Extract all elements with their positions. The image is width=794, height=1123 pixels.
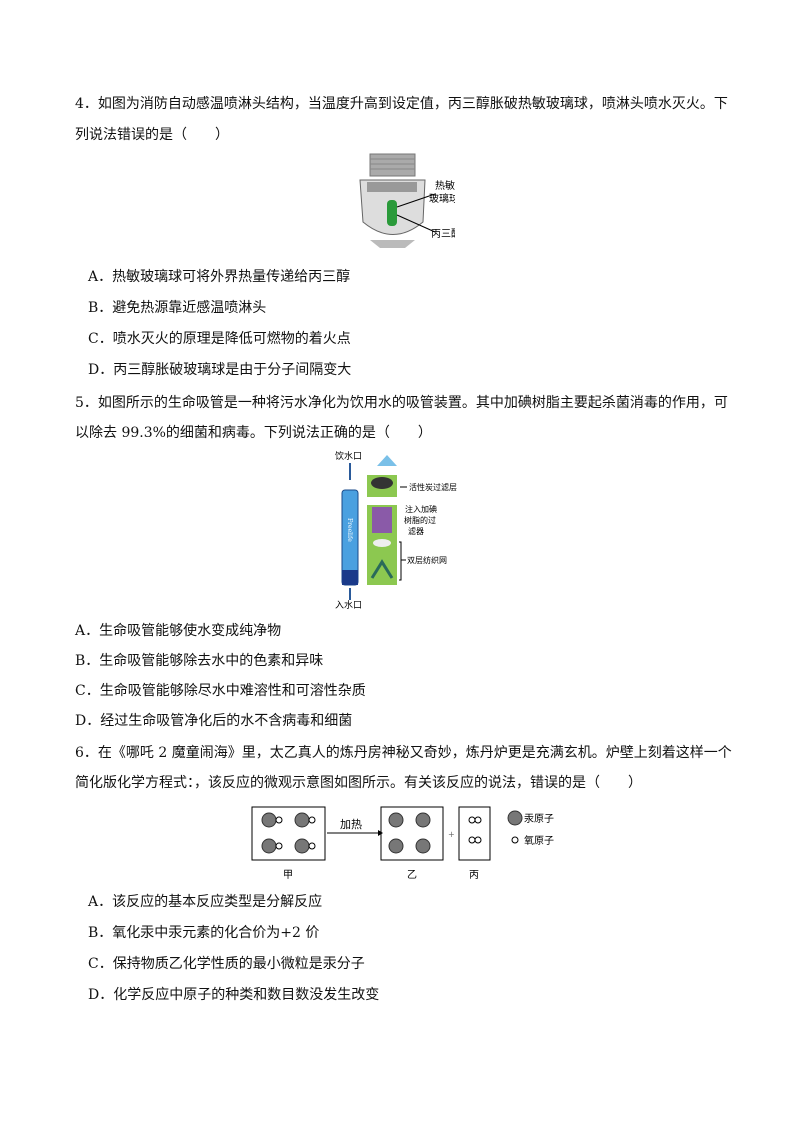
label-ball-2: 玻璃球 (429, 192, 455, 205)
oxygen-atom-icon (511, 836, 519, 844)
q6-stem-line1: 6．在《哪吒 2 魔童闹海》里，太乙真人的炼丹房神秘又奇妙，炼丹炉更是充满玄机。… (75, 745, 732, 761)
label-glycerol: 丙三醇 (431, 227, 455, 240)
legend-mercury: 汞原子 (524, 813, 554, 825)
label-bing: 丙 (469, 870, 479, 881)
q4-option-c: C．喷水灭火的原理是降低可燃物的着火点 (88, 331, 351, 347)
mercury-atom-icon (507, 810, 523, 826)
label-jia: 甲 (283, 870, 293, 881)
lifestraw-figure: 饮水口 Freelife 入水口 活性炭过滤层 注入加碘 树脂的过 滤器 双层纺… (335, 450, 457, 610)
q6-option-c: C．保持物质乙化学性质的最小微粒是汞分子 (88, 956, 365, 972)
label-outlet: 饮水口 (335, 450, 362, 462)
q5-option-c: C．生命吸管能够除尽水中难溶性和可溶性杂质 (75, 683, 366, 699)
q6-option-a: A．该反应的基本反应类型是分解反应 (88, 894, 323, 910)
label-carbon: 活性炭过滤层 (409, 482, 457, 492)
arrow-label: 加热 (340, 818, 362, 831)
q5-option-b: B．生命吸管能够除去水中的色素和异味 (75, 653, 324, 669)
q4-stem-line1: 4．如图为消防自动感温喷淋头结构，当温度升高到设定值，丙三醇胀破热敏玻璃球，喷淋… (75, 96, 728, 112)
q5-stem-line2: 以除去 99.3%的细菌和病毒。下列说法正确的是（ ） (75, 425, 432, 441)
brand-label: Freelife (346, 518, 353, 542)
q5-stem-line1: 5．如图所示的生命吸管是一种将污水净化为饮用水的吸管装置。其中加碘树脂主要起杀菌… (75, 395, 728, 411)
q6-stem-line2: 简化版化学方程式：，该反应的微观示意图如图所示。有关该反应的说法，错误的是（ ） (75, 775, 642, 791)
q4-option-b: B．避免热源靠近感温喷淋头 (88, 300, 267, 316)
q4-option-a: A．热敏玻璃球可将外界热量传递给丙三醇 (88, 269, 351, 285)
label-resin-2: 树脂的过 (404, 515, 436, 525)
q6-option-d: D．化学反应中原子的种类和数目数没发生改变 (88, 987, 380, 1003)
reaction-diagram: 加热 + 汞原子 氧原子 甲 乙 丙 (251, 806, 554, 881)
label-resin-3: 滤器 (408, 526, 424, 536)
q4-stem-line2: 列说法错误的是（ ） (75, 127, 229, 143)
q6-option-b: B．氧化汞中汞元素的化合价为+2 价 (88, 925, 320, 941)
sprinkler-figure: 热敏 玻璃球 丙三醇 (359, 153, 455, 248)
label-mesh: 双层纺织网 (407, 555, 447, 565)
legend-oxygen: 氧原子 (524, 834, 554, 847)
plus-sign: + (448, 830, 455, 839)
q4-option-d: D．丙三醇胀破玻璃球是由于分子间隔变大 (88, 362, 352, 378)
q5-option-d: D．经过生命吸管净化后的水不含病毒和细菌 (75, 713, 353, 729)
label-resin-1: 注入加碘 (405, 504, 437, 514)
label-ball-1: 热敏 (435, 179, 455, 192)
label-yi: 乙 (407, 869, 417, 881)
label-inlet: 入水口 (335, 599, 362, 610)
q5-option-a: A．生命吸管能够使水变成纯净物 (75, 623, 282, 639)
